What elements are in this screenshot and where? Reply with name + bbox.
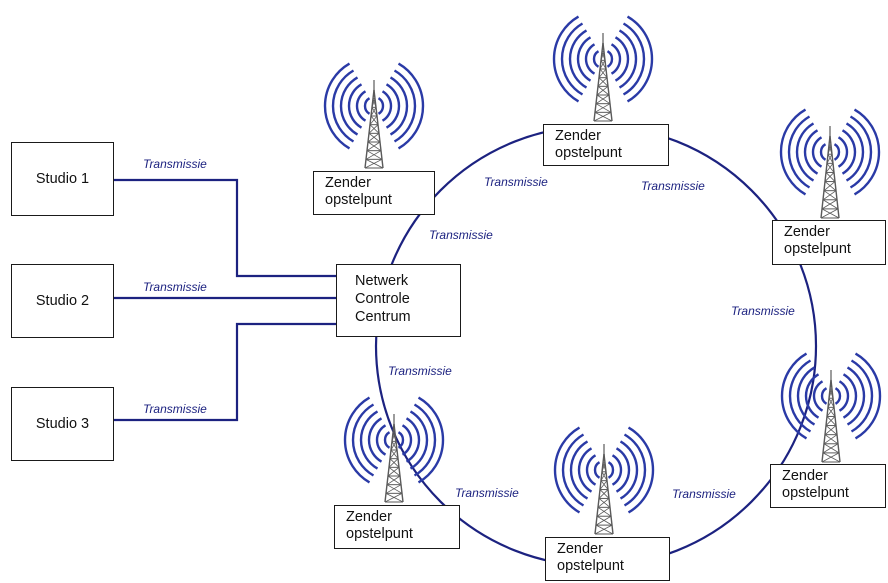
studio-2-label: Studio 2 (35, 292, 90, 309)
transmission-label: Transmissie (388, 364, 452, 378)
transmitter-site-line-1: Zender (346, 509, 392, 525)
transmitter-site-line-2: opstelpunt (782, 485, 849, 501)
antenna-tower-icon (779, 108, 881, 219)
antenna-tower-icon (553, 426, 655, 535)
studio-1-label: Studio 1 (35, 170, 90, 187)
transmission-label: Transmissie (484, 175, 548, 189)
radio-waves-icon (779, 108, 881, 196)
transmitter-site-line-1: Zender (782, 468, 828, 484)
transmission-label: Transmissie (455, 486, 519, 500)
transmitter-site-box: Zender opstelpunt (334, 505, 460, 549)
studio-2-box: Studio 2 (11, 264, 114, 338)
center-line-2: Controle (355, 291, 410, 307)
transmitter-site-line-1: Zender (555, 128, 601, 144)
transmission-label: Transmissie (143, 157, 207, 171)
transmitter-site-line-1: Zender (325, 175, 371, 191)
transmitter-site-line-2: opstelpunt (346, 526, 413, 542)
transmitter-site-box: Zender opstelpunt (770, 464, 886, 508)
center-line-1: Netwerk (355, 273, 409, 289)
radio-waves-icon (343, 396, 445, 484)
studio-3-label: Studio 3 (35, 415, 90, 432)
transmitter-site-box: Zender opstelpunt (772, 220, 886, 265)
transmitter-site-line-2: opstelpunt (557, 558, 624, 574)
antenna-tower-icon (552, 15, 654, 122)
transmitter-site-box: Zender opstelpunt (543, 124, 669, 166)
antenna-tower-icon (780, 352, 882, 463)
transmitter-site-line-2: opstelpunt (325, 192, 392, 208)
transmitter-site-box: Zender opstelpunt (313, 171, 435, 215)
transmitter-site-line-1: Zender (557, 541, 603, 557)
transmission-label: Transmissie (641, 179, 705, 193)
studio-1-box: Studio 1 (11, 142, 114, 216)
radio-waves-icon (553, 426, 655, 514)
radio-waves-icon (552, 15, 654, 103)
transmitter-site-line-2: opstelpunt (555, 145, 622, 161)
transmitter-site-line-1: Zender (784, 224, 830, 240)
transmitter-site-box: Zender opstelpunt (545, 537, 670, 581)
studio-3-box: Studio 3 (11, 387, 114, 461)
link-studio-1 (114, 178, 336, 278)
network-control-center-box: Netwerk Controle Centrum (336, 264, 461, 337)
transmission-label: Transmissie (143, 280, 207, 294)
antenna-tower-icon (343, 396, 445, 503)
transmission-label: Transmissie (429, 228, 493, 242)
link-studio-3 (114, 322, 336, 422)
center-line-3: Centrum (355, 309, 411, 325)
radio-waves-icon (323, 62, 425, 150)
antenna-tower-icon (323, 62, 425, 169)
radio-waves-icon (780, 352, 882, 440)
transmitter-site-line-2: opstelpunt (784, 241, 851, 257)
transmission-label: Transmissie (731, 304, 795, 318)
transmission-label: Transmissie (143, 402, 207, 416)
transmission-label: Transmissie (672, 487, 736, 501)
